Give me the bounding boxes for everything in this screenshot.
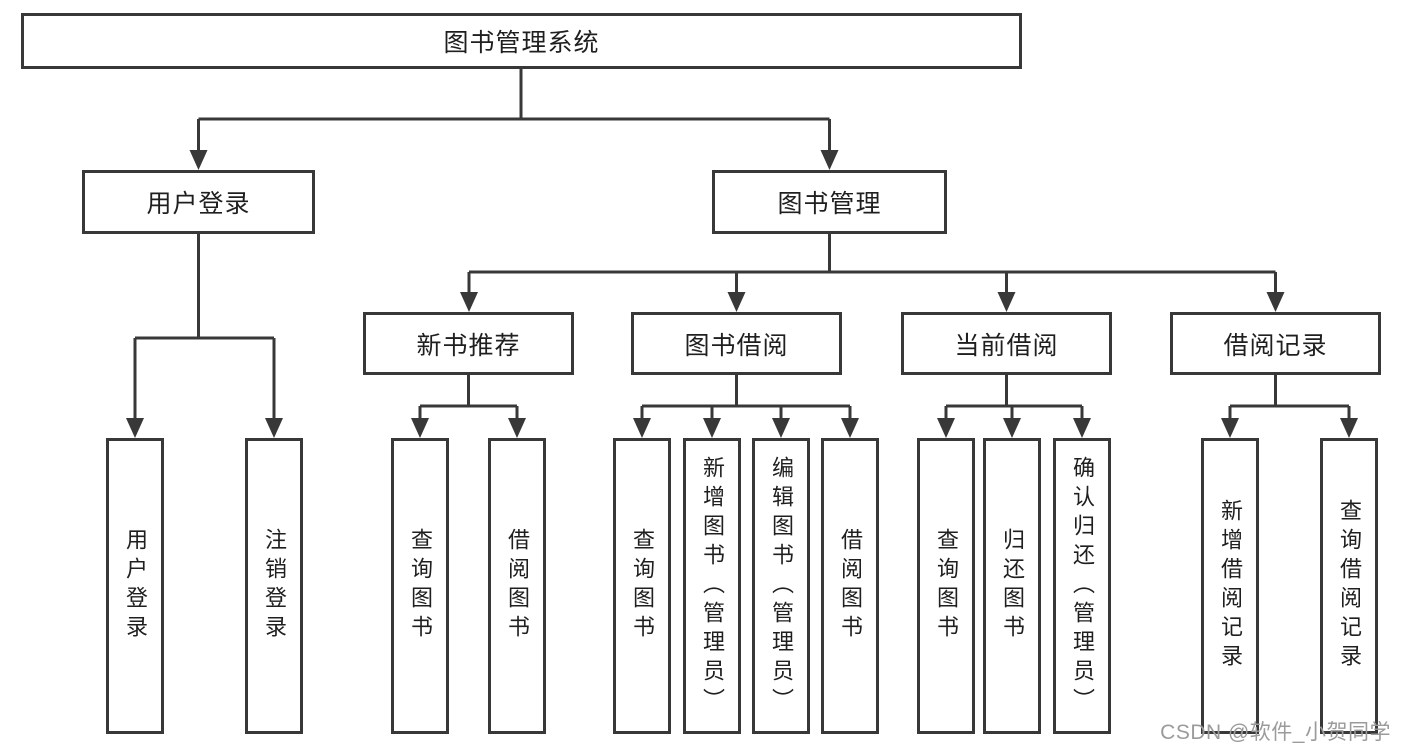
leaf-new-borrow-books-label: 借阅图书 [505, 528, 530, 644]
leaf-records-add-label: 新增借阅记录 [1218, 499, 1243, 673]
leaf-borrow-query-books: 查询图书 [613, 438, 671, 734]
leaf-current-query-books-label: 查询图书 [934, 528, 959, 644]
leaf-current-return-books-label: 归还图书 [1000, 528, 1025, 644]
leaf-user-login-label: 用户登录 [123, 528, 148, 644]
leaf-borrow-add-books-label: 新增图书（管理员） [700, 455, 725, 717]
node-borrow-records: 借阅记录 [1170, 312, 1381, 375]
csdn-watermark: CSDN @软件_小贺同学 [1160, 721, 1391, 744]
leaf-new-query-books-label: 查询图书 [408, 528, 433, 644]
connector-current-borrow-to-leaves [937, 375, 1091, 438]
leaf-records-query-label: 查询借阅记录 [1337, 499, 1362, 673]
leaf-current-confirm-return-label: 确认归还（管理员） [1070, 455, 1095, 717]
node-book-borrow: 图书借阅 [631, 312, 842, 375]
connector-user-login-to-leaves [126, 234, 283, 438]
connector-borrow-records-to-leaves [1221, 375, 1358, 438]
leaf-new-borrow-books: 借阅图书 [488, 438, 546, 734]
node-new-book-recommend: 新书推荐 [363, 312, 574, 375]
leaf-borrow-add-books: 新增图书（管理员） [683, 438, 741, 734]
connector-new-books-to-leaves [411, 375, 526, 438]
connector-book-borrow-to-leaves [633, 375, 859, 438]
leaf-current-query-books: 查询图书 [917, 438, 975, 734]
leaf-borrow-borrow-books-label: 借阅图书 [838, 528, 863, 644]
leaf-current-return-books: 归还图书 [983, 438, 1041, 734]
leaf-borrow-edit-books-label: 编辑图书（管理员） [769, 455, 794, 717]
leaf-new-query-books: 查询图书 [391, 438, 449, 734]
connector-root-to-level2 [189, 69, 839, 170]
leaf-current-confirm-return: 确认归还（管理员） [1053, 438, 1111, 734]
leaf-borrow-query-books-label: 查询图书 [630, 528, 655, 644]
leaf-logout: 注销登录 [245, 438, 303, 734]
leaf-logout-label: 注销登录 [262, 528, 287, 644]
leaf-borrow-borrow-books: 借阅图书 [821, 438, 879, 734]
connector-book-mgmt-to-level3 [460, 234, 1285, 312]
leaf-records-add: 新增借阅记录 [1201, 438, 1259, 734]
leaf-borrow-edit-books: 编辑图书（管理员） [752, 438, 810, 734]
node-user-login: 用户登录 [82, 170, 315, 234]
leaf-records-query: 查询借阅记录 [1320, 438, 1378, 734]
node-book-management: 图书管理 [712, 170, 947, 234]
node-current-borrow: 当前借阅 [901, 312, 1112, 375]
leaf-user-login: 用户登录 [106, 438, 164, 734]
node-root: 图书管理系统 [21, 13, 1022, 69]
